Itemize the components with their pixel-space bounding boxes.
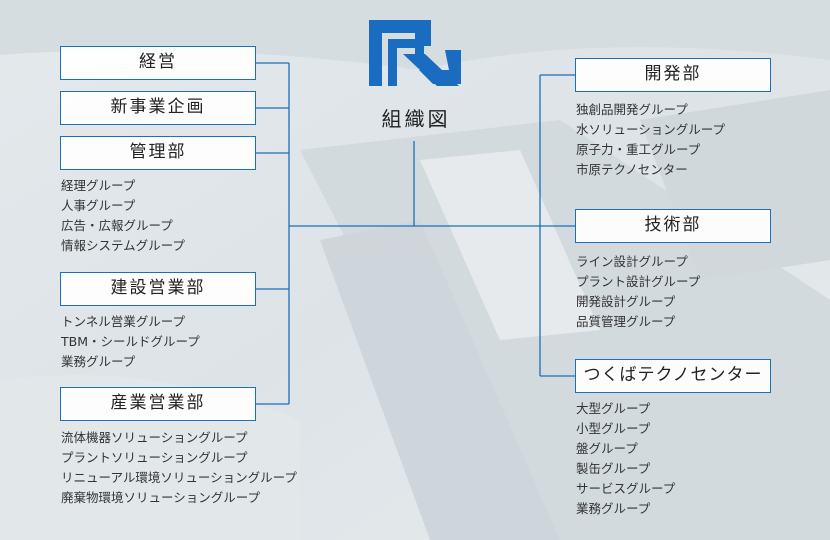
- group-item: 独創品開発グループ: [576, 102, 688, 117]
- dept-box-kensetsu: 建設営業部: [60, 272, 256, 306]
- group-list-gijutsu: ライン設計グループ プラント設計グループ 開発設計グループ 品質管理グループ: [576, 252, 700, 332]
- group-item: 情報システムグループ: [61, 238, 185, 253]
- dept-box-kaihatsu: 開発部: [575, 58, 771, 92]
- group-list-tsukuba: 大型グループ 小型グループ 盤グループ 製缶グループ サービスグループ 業務グル…: [576, 399, 675, 519]
- group-item: 原子力・重工グループ: [576, 142, 701, 157]
- dept-box-keiei: 経営: [60, 46, 256, 80]
- group-item: リニューアル環境ソリューショングループ: [61, 470, 297, 485]
- group-item: 品質管理グループ: [576, 314, 676, 329]
- group-list-kaihatsu: 独創品開発グループ 水ソリューショングループ 原子力・重工グループ 市原テクノセ…: [576, 100, 725, 180]
- group-list-kensetsu: トンネル営業グループ TBM・シールドグループ 業務グループ: [61, 312, 200, 372]
- group-item: プラント設計グループ: [576, 274, 701, 289]
- group-list-kanri: 経理グループ 人事グループ 広告・広報グループ 情報システムグループ: [61, 176, 185, 256]
- dept-box-gijutsu: 技術部: [575, 209, 771, 243]
- group-item: 市原テクノセンター: [576, 162, 688, 177]
- dept-box-sangyo: 産業営業部: [60, 387, 256, 421]
- group-item: 盤グループ: [576, 441, 638, 456]
- dept-box-shinjigyo: 新事業企画: [60, 91, 256, 125]
- group-item: 廃棄物環境ソリューショングループ: [61, 490, 261, 505]
- company-logo: [369, 20, 461, 86]
- group-item: ライン設計グループ: [576, 254, 688, 269]
- group-item: 開発設計グループ: [576, 294, 676, 309]
- group-item: TBM・シールドグループ: [61, 334, 200, 349]
- group-item: 広告・広報グループ: [61, 218, 173, 233]
- group-item: 業務グループ: [61, 354, 136, 369]
- group-item: トンネル営業グループ: [61, 314, 186, 329]
- group-item: 水ソリューショングループ: [576, 122, 726, 137]
- dept-box-kanri: 管理部: [60, 136, 256, 170]
- group-item: 業務グループ: [576, 501, 651, 516]
- group-item: サービスグループ: [576, 481, 676, 496]
- group-list-sangyo: 流体機器ソリューショングループ プラントソリューショングループ リニューアル環境…: [61, 428, 297, 508]
- group-item: 小型グループ: [576, 421, 651, 436]
- group-item: 製缶グループ: [576, 461, 651, 476]
- group-item: 人事グループ: [61, 198, 136, 213]
- dept-box-tsukuba: つくばテクノセンター: [575, 359, 771, 393]
- group-item: プラントソリューショングループ: [61, 450, 248, 465]
- group-item: 流体機器ソリューショングループ: [61, 430, 248, 445]
- group-item: 大型グループ: [576, 401, 651, 416]
- diagram-title: 組織図: [381, 107, 451, 131]
- group-item: 経理グループ: [61, 178, 136, 193]
